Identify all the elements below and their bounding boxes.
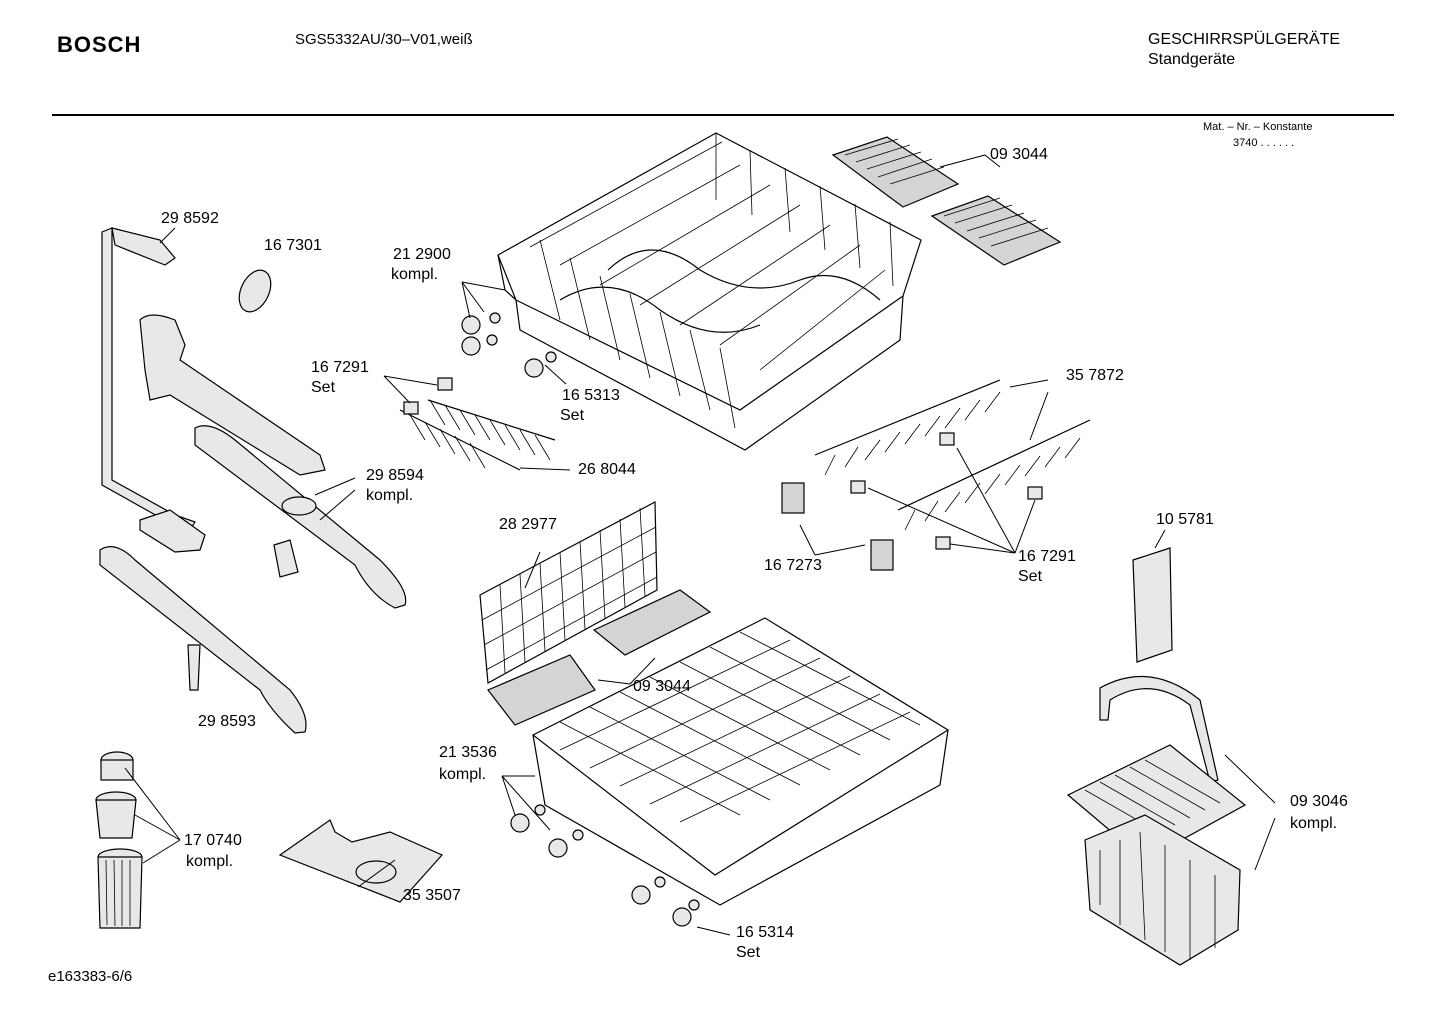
upper-basket (497, 132, 922, 451)
cutlery-basket (1066, 547, 1247, 966)
part-label-165313: 16 5313 (562, 387, 620, 404)
part-label-167273: 16 7273 (764, 557, 822, 574)
lower-basket (531, 617, 950, 906)
part-label-093044-lower: 09 3044 (633, 678, 691, 695)
part-label-105781: 10 5781 (1156, 511, 1214, 528)
lower-spray-arm (99, 425, 407, 734)
part-label-167301: 16 7301 (264, 237, 322, 254)
part-label-298592: 29 8592 (161, 210, 219, 227)
part-label-170740: 17 0740 (184, 832, 242, 849)
part-label-093046-kompl: kompl. (1290, 815, 1338, 832)
mat-nr-value: 3740 . . . . . . (1233, 137, 1295, 149)
appliance-category: GESCHIRRSPÜLGERÄTE (1148, 31, 1341, 48)
lower-rollers (510, 804, 700, 927)
upper-rollers (461, 312, 557, 378)
wire-grid (479, 501, 658, 684)
mat-nr-label: Mat. – Nr. – Konstante (1203, 121, 1313, 133)
part-label-167291-lower-set: Set (1018, 568, 1043, 585)
part-label-213536-kompl: kompl. (439, 766, 487, 783)
part-label-298593: 29 8593 (198, 713, 256, 730)
lower-cup-racks (487, 589, 712, 726)
leader-lines (124, 154, 1276, 936)
appliance-subcategory: Standgeräte (1148, 51, 1236, 68)
spray-arm-assembly (101, 227, 326, 553)
model-number: SGS5332AU/30–V01,weiß (295, 31, 473, 48)
brand-logo: BOSCH (57, 32, 142, 57)
part-label-093046: 09 3046 (1290, 793, 1348, 810)
part-label-165314-set: Set (736, 944, 761, 961)
clips (403, 377, 1043, 571)
part-label-170740-kompl: kompl. (186, 853, 234, 870)
filters (95, 751, 143, 929)
part-label-093044-upper: 09 3044 (990, 146, 1048, 163)
part-label-167291-lower: 16 7291 (1018, 548, 1076, 565)
header-rule (52, 114, 1394, 116)
part-label-165313-set: Set (560, 407, 585, 424)
part-label-213536: 21 3536 (439, 744, 497, 761)
cup-shelf-racks (831, 136, 1062, 266)
tine-racks (399, 379, 1091, 531)
part-label-353507: 35 3507 (403, 887, 461, 904)
part-label-282977: 28 2977 (499, 516, 557, 533)
part-label-298594-kompl: kompl. (366, 487, 414, 504)
drawing-code: e163383-6/6 (48, 968, 133, 985)
part-label-298594: 29 8594 (366, 467, 424, 484)
part-label-212900: 21 2900 (393, 246, 451, 263)
part-label-357872: 35 7872 (1066, 367, 1124, 384)
part-label-167291-upper-set: Set (311, 379, 336, 396)
part-label-212900-kompl: kompl. (391, 266, 439, 283)
part-label-268044: 26 8044 (578, 461, 636, 478)
part-label-165314: 16 5314 (736, 924, 794, 941)
part-label-167291-upper: 16 7291 (311, 359, 369, 376)
